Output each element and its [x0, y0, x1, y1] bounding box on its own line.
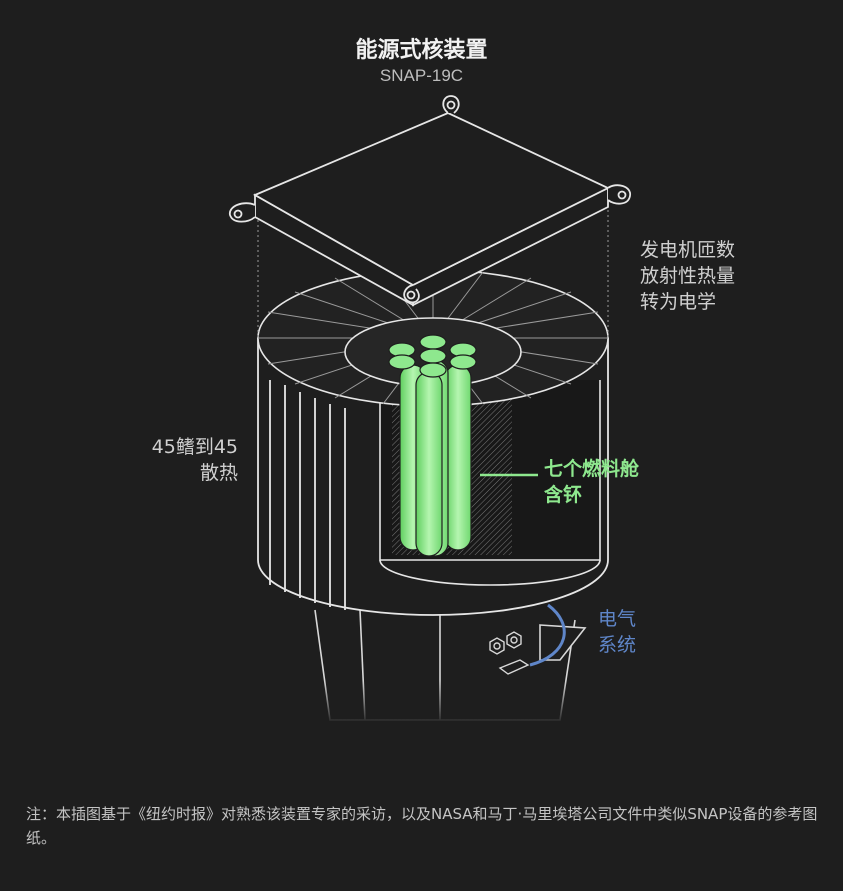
- generator-label: 发电机匝数 放射性热量 转为电学: [640, 239, 736, 313]
- fins-label: 45鳍到45 散热: [151, 436, 238, 484]
- diagram-subtitle: SNAP-19C: [379, 66, 464, 85]
- snap-device-illustration: [229, 95, 631, 725]
- guide-lines: [257, 210, 609, 340]
- electrical-cable-icon: [529, 603, 566, 667]
- bottom-fade: [280, 680, 610, 725]
- diagram-title: 能源式核装置: [355, 38, 488, 63]
- connector-nuts: [489, 631, 530, 675]
- generator-plate: [229, 95, 631, 307]
- electrical-label: 电气 系统: [598, 608, 637, 656]
- fuel-label: 七个燃料舱 含钚: [544, 458, 640, 506]
- fuel-rods: [388, 334, 477, 557]
- footnote: 注：本插图基于《纽约时报》对熟悉该装置专家的采访，以及NASA和马丁·马里埃塔公…: [26, 805, 818, 847]
